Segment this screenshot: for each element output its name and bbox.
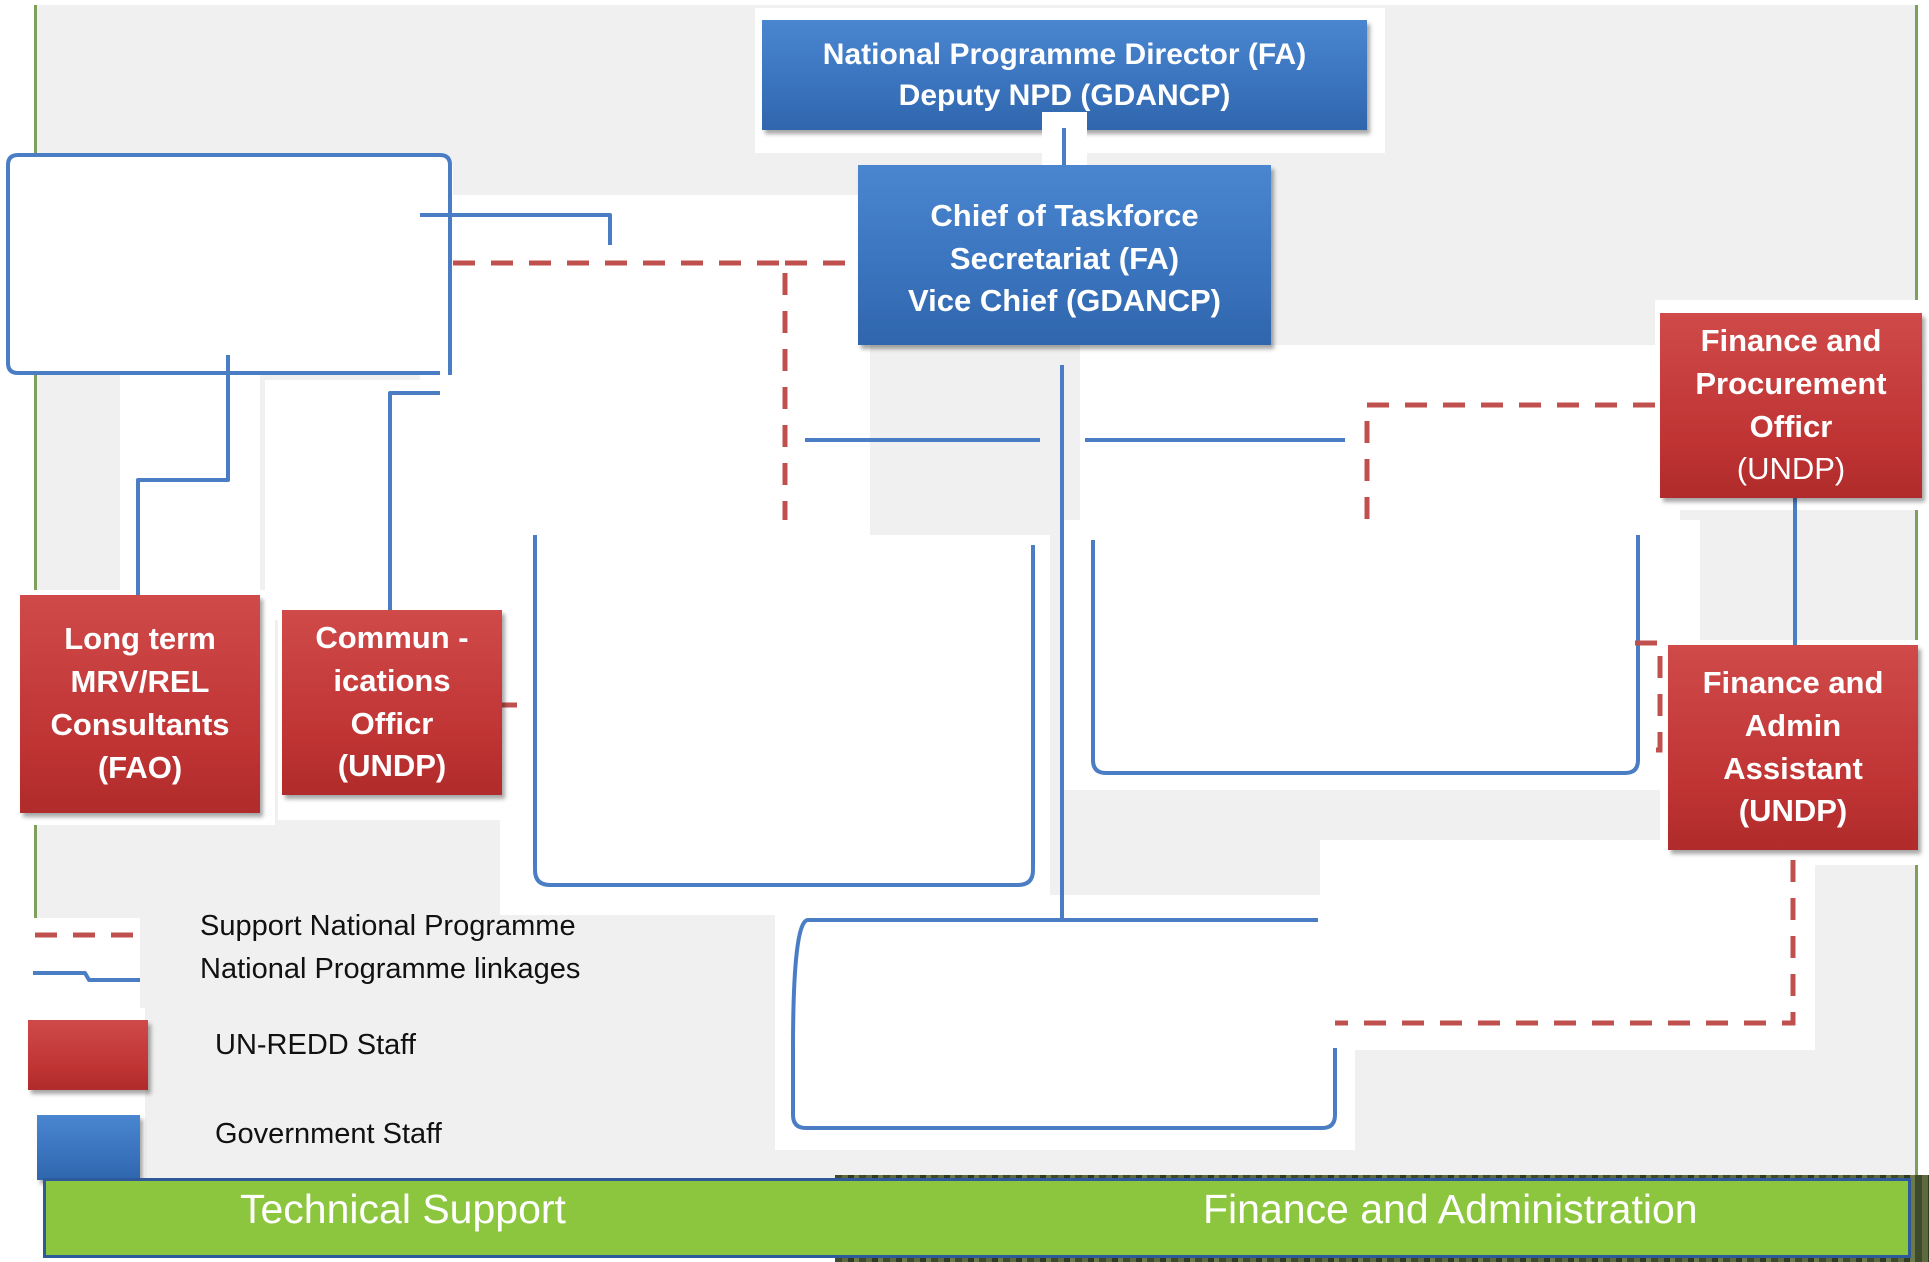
support-line — [453, 260, 788, 520]
legend-blue-swatch — [37, 1115, 140, 1180]
lt-line1: Long term — [64, 621, 216, 657]
lt-line4: (FAO) — [97, 749, 183, 785]
legend-solid-line — [33, 971, 140, 982]
fp-line1: Finance and — [1700, 322, 1882, 358]
blank-panel — [265, 380, 505, 620]
chief-line1: Chief of Taskforce — [930, 197, 1199, 233]
footer-technical-support: Technical Support — [240, 1186, 566, 1232]
support-line — [1635, 640, 1663, 753]
linkage-line — [388, 391, 440, 610]
legend-blue-label: Government Staff — [215, 1118, 442, 1150]
blank-panel — [1320, 840, 1815, 1050]
legend-red-swatch — [28, 1020, 148, 1090]
fa-line1: Finance and — [1702, 664, 1884, 700]
fp-line2: Procurement — [1695, 365, 1887, 401]
legend-red-label: UN-REDD Staff — [215, 1029, 416, 1061]
lt-line3: Consultants — [50, 707, 230, 742]
npd-line2: Deputy NPD (GDANCP) — [898, 79, 1231, 112]
fa-line4: (UNDP) — [1738, 793, 1848, 829]
linkage-line — [6, 153, 452, 375]
lt-line2: MRV/REL — [70, 664, 210, 700]
footer-bar — [43, 1178, 1911, 1258]
finance-procurement-officer-box: Finance and Procurement Officr (UNDP) — [1660, 313, 1922, 498]
fa-line3: Assistant — [1723, 750, 1863, 786]
national-programme-director-box: National Programme Director (FA) Deputy … — [762, 20, 1367, 130]
chief-of-taskforce-box: Chief of Taskforce Secretariat (FA) Vice… — [858, 165, 1271, 345]
long-term-consultants-box: Long term MRV/REL Consultants (FAO) — [20, 595, 260, 813]
support-line — [1364, 402, 1655, 520]
linkage-line — [1091, 535, 1640, 775]
linkage-line — [420, 213, 612, 245]
fp-line3: Officr — [1749, 408, 1833, 444]
footer-finance-administration: Finance and Administration — [1203, 1186, 1698, 1232]
finance-admin-assistant-box: Finance and Admin Assistant (UNDP) — [1668, 645, 1918, 850]
linkage-line — [533, 535, 1035, 887]
legend-solid-label: National Programme linkages — [200, 953, 581, 985]
fp-line4: (UNDP) — [1736, 451, 1846, 487]
comm-line3: Officr — [350, 705, 434, 741]
linkage-line — [791, 1048, 1337, 1130]
right-border-line — [1915, 5, 1918, 1180]
linkage-line — [136, 355, 230, 595]
comm-line1: Commun - — [315, 619, 469, 655]
chief-line3: Vice Chief (GDANCP) — [908, 283, 1221, 319]
linkage-line — [791, 918, 1318, 1051]
comm-line4: (UNDP) — [337, 748, 447, 784]
blank-panel — [1060, 520, 1700, 790]
blank-panel — [775, 895, 1355, 1150]
fa-line2: Admin — [1744, 707, 1842, 743]
legend-dashed-label: Support National Programme — [200, 910, 576, 942]
npd-line1: National Programme Director (FA) — [822, 37, 1307, 71]
chief-line2: Secretariat (FA) — [949, 240, 1180, 276]
support-line — [1335, 860, 1796, 1026]
npd-chief-connector — [1062, 128, 1066, 168]
blank-panel — [500, 535, 1050, 915]
communications-officer-box: Commun - ications Officr (UNDP) — [282, 610, 502, 795]
blank-panel — [8, 155, 453, 375]
comm-line2: ications — [333, 662, 451, 698]
